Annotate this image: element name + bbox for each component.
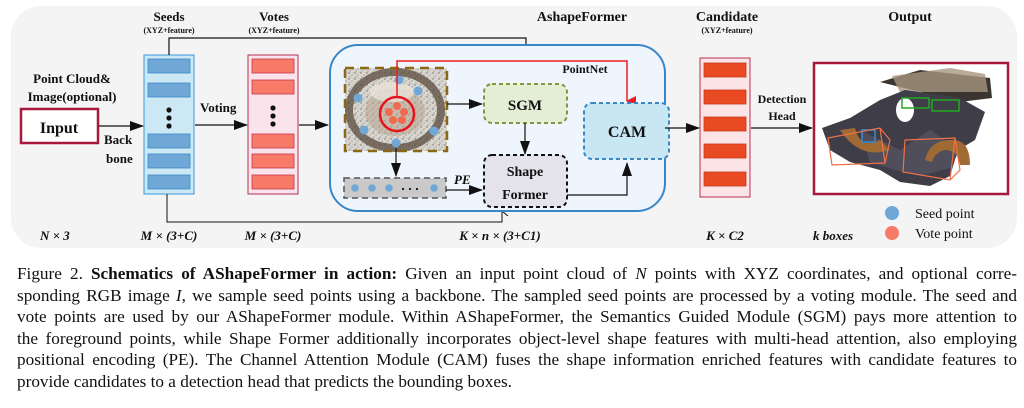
candidate-feature-bars <box>703 62 747 187</box>
caption-line: sponding RGB image I, we sample seed poi… <box>17 285 1017 307</box>
caption-line: positional encoding (PE). The Channel At… <box>17 350 1017 370</box>
legend-vote-swatch <box>885 226 899 240</box>
pointnet-arrow <box>396 60 636 106</box>
candidate-bar <box>703 89 747 105</box>
input-label: Input <box>40 120 79 137</box>
caption-math: N <box>635 264 647 283</box>
caption-line: provide candidates to a detection head t… <box>17 371 512 391</box>
caption-line: vote points are used by our AShapeFormer… <box>17 307 1017 327</box>
caption-math: I <box>175 285 182 305</box>
seeds-dim: M × (3+C) <box>140 228 198 243</box>
caption-text: Given an input point cloud of <box>397 264 636 283</box>
detection-head-label-line1: Detection <box>758 92 807 106</box>
input-caption-line1: Point Cloud& <box>33 71 111 86</box>
architecture-diagram: Point Cloud& Image(optional) Input N × 3… <box>11 6 1017 248</box>
vote-bar <box>251 79 295 95</box>
output-scene-image <box>812 61 1010 196</box>
candidate-subtitle: (XYZ+feature) <box>701 26 752 35</box>
caption-line: the foreground points, while Shape Forme… <box>17 328 1017 348</box>
vote-bar <box>251 58 295 74</box>
input-box <box>19 107 100 145</box>
seed-bar <box>147 82 191 98</box>
output-dim: k boxes <box>813 228 853 243</box>
vote-bar <box>251 174 295 190</box>
legend-seed-label: Seed point <box>915 207 975 222</box>
cam-block <box>583 102 670 160</box>
input-caption-line2: Image(optional) <box>28 89 117 104</box>
candidate-bar <box>703 143 747 159</box>
candidate-bar <box>703 171 747 187</box>
vote-bar <box>251 133 295 149</box>
backbone-label-line2: bone <box>106 151 133 166</box>
cam-label: CAM <box>608 124 646 141</box>
caption-text: , we sample seed points using a backbone… <box>181 285 1017 305</box>
shape-former-block <box>483 154 568 208</box>
votes-title: Votes <box>259 9 289 24</box>
sgm-label: SGM <box>508 98 542 114</box>
pe-label: PE <box>454 172 471 187</box>
backbone-label-line1: Back <box>104 132 133 147</box>
ashapeformer-dim: K × n × (3+C1) <box>458 228 540 243</box>
candidate-dim: K × C2 <box>705 228 744 243</box>
seed-points <box>353 75 439 148</box>
seed-bar <box>147 174 191 190</box>
output-title: Output <box>888 10 932 25</box>
vote-bar <box>251 153 295 169</box>
candidate-bar <box>703 62 747 78</box>
caption-title: Schematics of AShapeFormer in action: <box>90 264 398 283</box>
vote-points <box>385 102 408 124</box>
caption-line: Figure 2. Schematics of AShapeFormer in … <box>17 263 1017 285</box>
votes-feature-bars <box>251 58 295 190</box>
shape-former-label-line1: Shape <box>507 165 544 180</box>
pointnet-label: PointNet <box>562 62 607 76</box>
input-dim: N × 3 <box>39 228 70 243</box>
seed-bar <box>147 153 191 169</box>
votes-dim: M × (3+C) <box>244 228 302 243</box>
caption-figure-label: Figure 2. <box>17 264 83 283</box>
seeds-to-shapeformer-connector <box>166 194 502 223</box>
architecture-figure: Point Cloud& Image(optional) Input N × 3… <box>11 6 1017 248</box>
legend-seed-swatch <box>885 206 899 220</box>
seeds-feature-bars <box>147 58 191 190</box>
point-cloud-crop <box>343 66 449 153</box>
candidate-bar <box>703 116 747 132</box>
caption-text: sponding RGB image <box>17 285 176 305</box>
shape-former-label-line2: Former <box>502 188 548 203</box>
seeds-subtitle: (XYZ+feature) <box>143 26 194 35</box>
shapeformer-to-cam-arrow <box>567 162 632 196</box>
votes-subtitle: (XYZ+feature) <box>248 26 299 35</box>
voting-label: Voting <box>200 100 237 115</box>
detection-head-label-line2: Head <box>768 109 796 123</box>
figure-caption: Figure 2. Schematics of AShapeFormer in … <box>17 263 1017 393</box>
candidate-title: Candidate <box>696 10 758 25</box>
legend-vote-label: Vote point <box>915 227 973 242</box>
caption-text: points with XYZ coordinates, and optiona… <box>646 264 1018 283</box>
positional-encoding-strip <box>343 177 447 199</box>
legend: Seed point Vote point <box>885 206 975 242</box>
seed-bar <box>147 58 191 74</box>
ashapeformer-title: AshapeFormer <box>537 10 627 25</box>
votes-ellipsis-icon <box>270 105 276 127</box>
seeds-title: Seeds <box>153 9 184 24</box>
seeds-ellipsis-icon <box>166 107 172 129</box>
seed-bar <box>147 133 191 149</box>
